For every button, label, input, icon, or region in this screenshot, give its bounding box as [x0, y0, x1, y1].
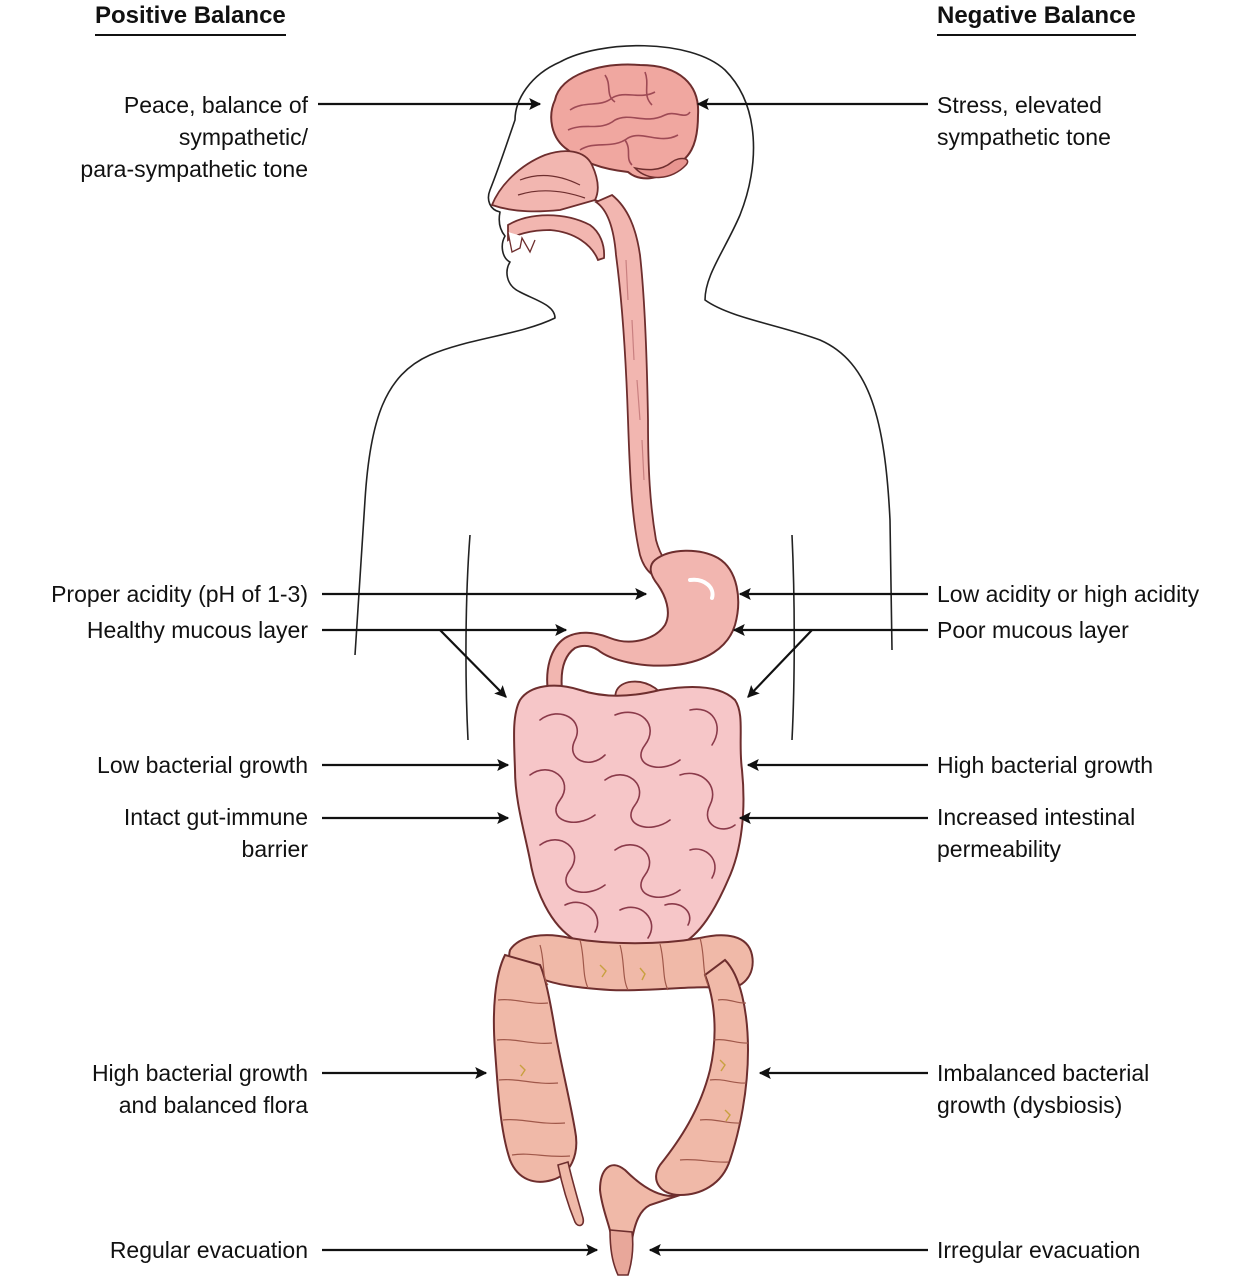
- label-acidity-imbalance: Low acidity or high acidity: [937, 578, 1199, 610]
- face-silhouette: [355, 62, 560, 655]
- label-proper-acidity: Proper acidity (pH of 1-3): [51, 578, 308, 610]
- ascending-colon: [494, 955, 576, 1182]
- label-poor-mucous: Poor mucous layer: [937, 614, 1129, 646]
- label-regular-evacuation: Regular evacuation: [110, 1234, 308, 1266]
- appendix: [558, 1162, 583, 1225]
- label-dysbiosis: Imbalanced bacterial growth (dysbiosis): [937, 1057, 1149, 1121]
- label-healthy-mucous: Healthy mucous layer: [87, 614, 308, 646]
- left-arm-line: [466, 535, 470, 740]
- label-low-bacterial-growth: Low bacterial growth: [97, 749, 308, 781]
- label-high-bacterial-growth: High bacterial growth: [937, 749, 1153, 781]
- stomach-organ: [547, 551, 738, 692]
- negative-balance-header: Negative Balance: [937, 2, 1136, 36]
- label-balanced-flora: High bacterial growth and balanced flora: [92, 1057, 308, 1121]
- label-stress: Stress, elevated sympathetic tone: [937, 89, 1111, 153]
- label-irregular-evacuation: Irregular evacuation: [937, 1234, 1140, 1266]
- positive-balance-header: Positive Balance: [95, 2, 286, 36]
- label-intact-gut-barrier: Intact gut-immune barrier: [124, 801, 308, 865]
- positive-arrows: [318, 104, 646, 1250]
- nasal-cavity: [492, 151, 598, 211]
- descending-colon: [656, 960, 748, 1195]
- label-peace-balance: Peace, balance of sympathetic/ para-symp…: [80, 89, 308, 185]
- large-intestine-organ: [494, 935, 753, 1275]
- small-intestine-organ: [514, 686, 743, 952]
- rectum: [610, 1230, 633, 1275]
- right-arm-line: [792, 535, 794, 740]
- arrow-healthy-mucous-diag: [440, 630, 506, 697]
- arrow-poor-mucous-diag: [748, 630, 812, 697]
- label-intestinal-permeability: Increased intestinal permeability: [937, 801, 1135, 865]
- upper-digestive-tract: [492, 151, 680, 580]
- negative-arrows: [650, 104, 928, 1250]
